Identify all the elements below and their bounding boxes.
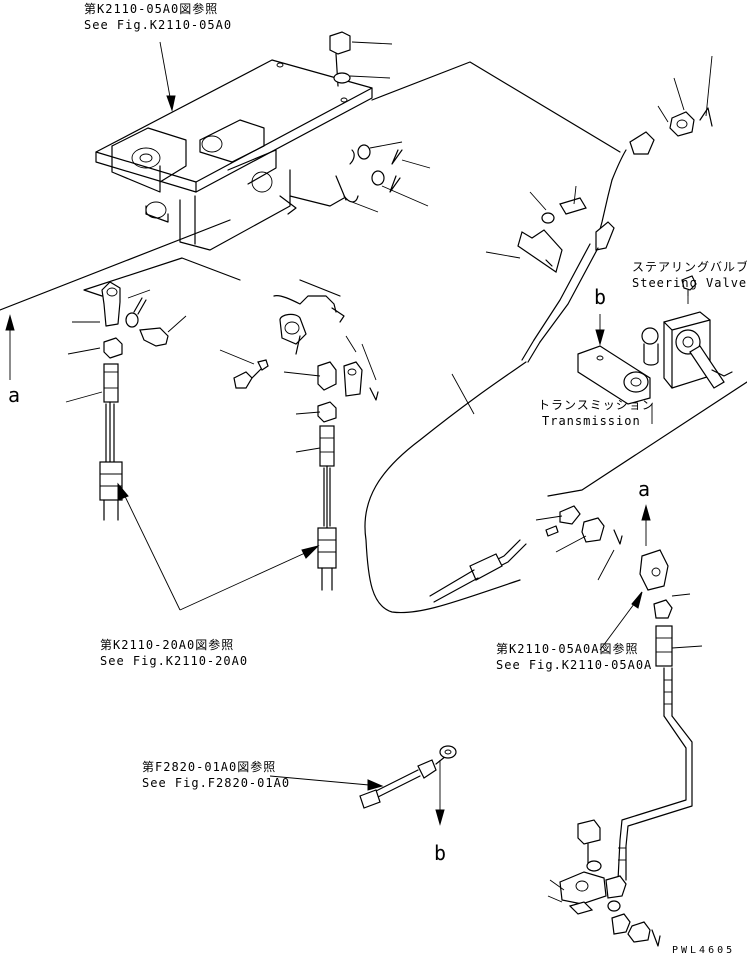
connector-a-right: a bbox=[638, 477, 651, 501]
connector-b-bottom: b bbox=[434, 841, 447, 865]
right-reference-jp: 第K2110-05A0A図参照 bbox=[496, 642, 639, 656]
bottom-reference-jp: 第F2820-01A0図参照 bbox=[142, 760, 277, 774]
center-lever-assembly bbox=[219, 295, 379, 591]
middle-reference-en: See Fig.K2110-20A0 bbox=[100, 654, 249, 668]
steering-valve-label-jp: ステアリングバルブ bbox=[632, 260, 747, 274]
tie-rod-assembly bbox=[269, 745, 457, 826]
bottom-reference-en: See Fig.F2820-01A0 bbox=[142, 776, 291, 790]
right-control-rod bbox=[547, 667, 693, 947]
control-box-assembly bbox=[95, 59, 373, 251]
middle-reference-jp: 第K2110-20A0図参照 bbox=[100, 638, 235, 652]
transmission-bracket bbox=[577, 314, 651, 405]
section-outline-middle bbox=[83, 257, 341, 297]
steering-valve-assembly bbox=[641, 275, 733, 389]
left-cable-assembly bbox=[65, 281, 187, 521]
transmission-label-en: Transmission bbox=[542, 414, 641, 428]
top-reference-jp: 第K2110-05A0図参照 bbox=[84, 2, 219, 16]
top-reference-en: See Fig.K2110-05A0 bbox=[84, 18, 233, 32]
reference-leaders bbox=[117, 41, 643, 651]
top-fasteners bbox=[329, 31, 431, 213]
steering-valve-label-en: Steering Valve bbox=[632, 276, 747, 290]
right-cable-end bbox=[429, 504, 703, 667]
cable-leader bbox=[451, 373, 475, 415]
transmission-label-jp: トランスミッション bbox=[538, 398, 655, 412]
drawing-code: PWL4605 bbox=[672, 945, 736, 956]
main-control-cable bbox=[364, 55, 713, 614]
right-reference-en: See Fig.K2110-05A0A bbox=[496, 658, 653, 672]
connector-a-left: a bbox=[8, 383, 21, 407]
section-outline-upper bbox=[0, 61, 621, 311]
section-outline-right bbox=[547, 381, 747, 497]
leader-a-left bbox=[5, 314, 15, 380]
connector-b-right: b bbox=[594, 285, 607, 309]
